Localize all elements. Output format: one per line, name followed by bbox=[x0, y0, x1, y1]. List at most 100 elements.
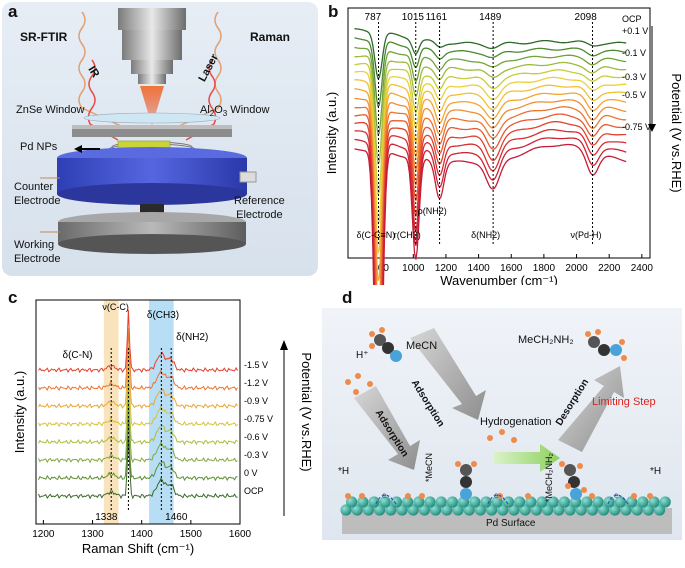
mechanism-diagram: e e e bbox=[322, 308, 682, 540]
h-plus-label: H⁺ bbox=[356, 350, 369, 361]
product-molecule-top bbox=[585, 329, 627, 361]
raman-series-label: 0 V bbox=[244, 468, 258, 478]
laser-beam-in bbox=[165, 11, 222, 133]
laser-cone bbox=[140, 86, 164, 126]
raman-y2-axis-label: Potential (V vs.RHE) bbox=[299, 352, 314, 471]
raman-series-line bbox=[38, 345, 238, 410]
raman-series-label: -1.2 V bbox=[244, 378, 268, 388]
raman-band-cc-label: ν(C-C) bbox=[102, 302, 129, 312]
pd-atom bbox=[620, 504, 632, 516]
ftir-assignment-label: ν(Pd-H) bbox=[571, 230, 602, 240]
pd-atom bbox=[547, 496, 559, 508]
ftir-series-line bbox=[354, 70, 627, 226]
pd-atoms bbox=[340, 496, 671, 516]
ftir-series-line bbox=[354, 37, 627, 108]
panel-label-c: c bbox=[8, 288, 18, 307]
pd-atom bbox=[396, 504, 408, 516]
raman-y-axis-label: Intensity (a.u.) bbox=[12, 371, 27, 453]
ftir-x-tick-label: 1800 bbox=[533, 263, 556, 274]
pd-atom bbox=[598, 504, 610, 516]
pd-atom bbox=[592, 496, 604, 508]
window-plate bbox=[72, 128, 232, 137]
ftir-y2-axis-label: Potential (V vs.RHE) bbox=[669, 73, 684, 192]
raman-x-tick-label: 1200 bbox=[32, 529, 55, 540]
h-plus-cluster bbox=[345, 373, 373, 395]
ftir-y-axis-label: Intensity (a.u.) bbox=[324, 92, 339, 174]
electron-arc-3 bbox=[607, 494, 629, 505]
ftir-potential-arrowhead bbox=[648, 124, 656, 132]
product-surface-label: *MeCH₂NH₂ bbox=[544, 453, 554, 502]
ftir-assignment-label: r(CH3) bbox=[394, 230, 421, 240]
surface-h-atom bbox=[419, 493, 425, 499]
pd-atom bbox=[351, 504, 363, 516]
pd-atom bbox=[581, 496, 593, 508]
znse-window-label: ZnSe Window bbox=[16, 104, 85, 116]
pd-atom bbox=[424, 496, 436, 508]
pd-atom bbox=[497, 504, 509, 516]
desorption-arrow bbox=[558, 366, 624, 452]
electron-label-3: e bbox=[614, 491, 619, 500]
pd-atom bbox=[390, 496, 402, 508]
h-right-label: *H bbox=[650, 466, 662, 477]
raman-x-tick-label: 1300 bbox=[81, 529, 104, 540]
surface-h-atom bbox=[345, 493, 351, 499]
panel-d: d bbox=[318, 288, 685, 563]
ftir-series-line bbox=[354, 46, 627, 136]
ftir-peak-label: 1015 bbox=[402, 12, 425, 23]
ftir-x-tick-label: 1000 bbox=[402, 263, 425, 274]
limiting-step-label: Limiting Step bbox=[592, 396, 656, 408]
raman-x-axis-label: Raman Shift (cm⁻¹) bbox=[82, 541, 194, 556]
ftir-x-tick-label: 2200 bbox=[598, 263, 621, 274]
ftir-x-tick-label: 1400 bbox=[467, 263, 490, 274]
raman-band-cn-label: δ(C-N) bbox=[63, 350, 93, 361]
ftir-series-label: -0.5 V bbox=[622, 90, 646, 100]
pd-atom bbox=[362, 504, 374, 516]
product-top-label: MeCH₂NH₂ bbox=[518, 334, 574, 346]
ftir-frame bbox=[347, 7, 651, 259]
pd-atom bbox=[519, 504, 531, 516]
panel-label-a: a bbox=[8, 2, 18, 21]
raman-series-line bbox=[38, 381, 238, 446]
reference-port bbox=[239, 171, 257, 183]
ftir-series-line bbox=[354, 55, 627, 166]
electron-label-1: e bbox=[382, 491, 387, 500]
electron-arc-2 bbox=[487, 494, 509, 505]
raman-x-tick-label: 1600 bbox=[229, 529, 252, 540]
pd-atom bbox=[385, 504, 397, 516]
pd-atom bbox=[575, 504, 587, 516]
pd-atom bbox=[654, 504, 666, 516]
pd-atom bbox=[536, 496, 548, 508]
ftir-peak-label: 1489 bbox=[479, 12, 502, 23]
pd-nps-label: Pd NPs bbox=[20, 141, 58, 153]
ftir-series-line bbox=[354, 28, 627, 80]
raman-series-label: -0.9 V bbox=[244, 396, 268, 406]
panel-a-illustration bbox=[2, 2, 318, 276]
pd-atom bbox=[418, 504, 430, 516]
pd-atom bbox=[631, 504, 643, 516]
panel-label-d: d bbox=[342, 288, 353, 307]
pd-atom bbox=[430, 504, 442, 516]
al2o3-window-label: Al2O3 Window bbox=[200, 104, 270, 119]
pd-atom bbox=[379, 496, 391, 508]
pd-atom bbox=[609, 504, 621, 516]
ftir-series-label: -0.3 V bbox=[622, 72, 646, 82]
pd-atom bbox=[463, 504, 475, 516]
pd-atom bbox=[525, 496, 537, 508]
raman-series-label: OCP bbox=[244, 486, 264, 496]
surface-h-atom bbox=[359, 493, 365, 499]
pd-atom bbox=[413, 496, 425, 508]
pd-atom bbox=[452, 504, 464, 516]
pd-atom bbox=[637, 496, 649, 508]
ftir-series-line bbox=[354, 62, 627, 196]
pd-atom bbox=[553, 504, 565, 516]
ftir-assignment-label: δ(C-C≡N) bbox=[357, 230, 396, 240]
pd-atom bbox=[346, 496, 358, 508]
raman-band-ch3-label: δ(CH3) bbox=[147, 310, 179, 321]
optical-window bbox=[83, 112, 221, 124]
pd-atom bbox=[340, 504, 352, 516]
raman-series-label: -1.5 V bbox=[244, 360, 268, 370]
objective-lens bbox=[118, 8, 186, 84]
ftir-series-line bbox=[354, 106, 627, 338]
